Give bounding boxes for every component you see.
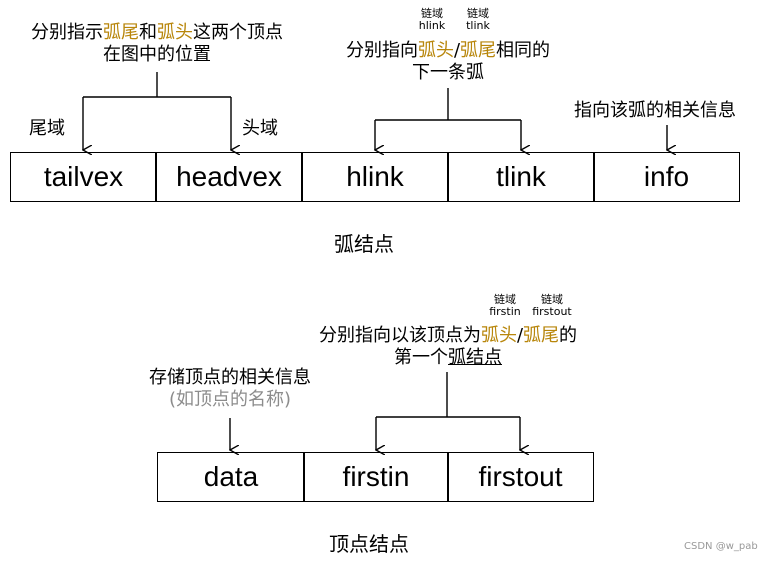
field-hlink: hlink xyxy=(301,152,449,202)
vex-description: 分别指示弧尾和弧头这两个顶点 在图中的位置 xyxy=(31,22,283,65)
tlink-tag: 链域 tlink xyxy=(466,7,490,32)
info-description: 指向该弧的相关信息 xyxy=(574,100,736,121)
hlink-tag: 链域 hlink xyxy=(418,7,446,32)
field-tlink: tlink xyxy=(447,152,595,202)
field-headvex: headvex xyxy=(155,152,303,202)
head-label: 头域 xyxy=(242,118,278,139)
firstout-tag: 链域 firstout xyxy=(532,293,572,318)
tail-label: 尾域 xyxy=(29,118,65,139)
data-description: 存储顶点的相关信息 (如顶点的名称) xyxy=(149,367,311,410)
field-firstout: firstout xyxy=(447,452,594,502)
field-tailvex: tailvex xyxy=(10,152,157,202)
firstin-tag: 链域 firstin xyxy=(489,293,521,318)
link-description: 分别指向弧头/弧尾相同的 下一条弧 xyxy=(345,40,551,83)
field-info: info xyxy=(593,152,740,202)
field-data: data xyxy=(157,452,305,502)
field-firstin: firstin xyxy=(303,452,449,502)
vertex-node-caption: 顶点结点 xyxy=(329,532,409,556)
arc-node-caption: 弧结点 xyxy=(334,232,394,256)
first-description: 分别指向以该顶点为弧头/弧尾的 第一个弧结点 xyxy=(318,325,578,368)
watermark: CSDN @w_pab xyxy=(684,541,758,552)
